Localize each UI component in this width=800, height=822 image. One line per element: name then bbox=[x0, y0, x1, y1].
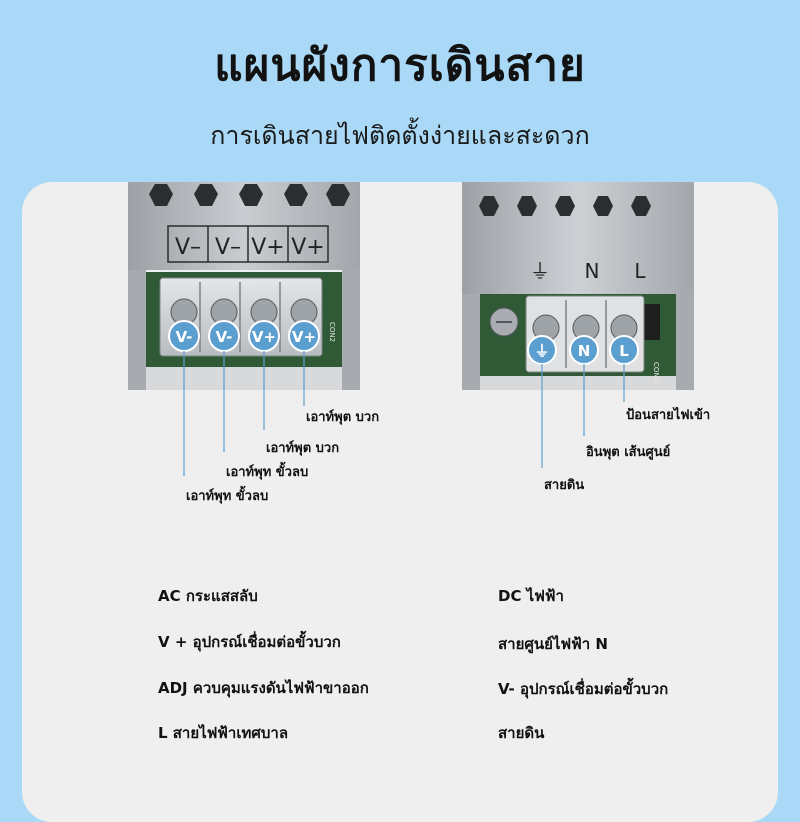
terminal-label-v-plus: V+ bbox=[252, 328, 276, 346]
legend-item: สายดิน bbox=[498, 724, 545, 742]
callout-output-negative: เอาท์พุท ขั้วลบ bbox=[226, 465, 309, 480]
page-title: แผนผังการเดินสาย bbox=[214, 40, 586, 91]
legend-item: L สายไฟฟ้าเทศบาล bbox=[158, 724, 289, 742]
case-label: V– bbox=[215, 235, 241, 260]
terminal-label-l: L bbox=[619, 342, 629, 360]
case-label-n: N bbox=[585, 259, 600, 283]
legend-item: ADJ ควบคุมแรงดันไฟฟ้าขาออก bbox=[158, 679, 369, 697]
case-label-l: L bbox=[634, 259, 646, 283]
input-terminal-block-photo: ⏚ N L CON1 ⏚ N L bbox=[462, 182, 694, 390]
case-label: V– bbox=[175, 235, 201, 260]
callout-neutral-input: อินพุต เส้นศูนย์ bbox=[586, 445, 671, 460]
callout-output-positive: เอาท์พุต บวก bbox=[306, 410, 380, 425]
terminal-label-v-plus: V+ bbox=[292, 328, 316, 346]
terminal-label-ground: ⏚ bbox=[534, 342, 549, 360]
callout-live-input: ป้อนสายไฟเข้า bbox=[626, 408, 711, 423]
callout-output-negative: เอาท์พุท ขั้วลบ bbox=[186, 489, 269, 504]
terminal-label-v-minus: V- bbox=[216, 328, 233, 346]
terminal-label-v-minus: V- bbox=[176, 328, 193, 346]
legend-item: AC กระแสสลับ bbox=[158, 587, 258, 605]
vent-holes bbox=[479, 196, 651, 216]
case-label: V+ bbox=[251, 235, 284, 260]
callout-output-positive: เอาท์พุต บวก bbox=[266, 441, 340, 456]
page-subtitle: การเดินสายไฟติดตั้งง่ายและสะดวก bbox=[210, 121, 590, 150]
pcb-marking: CON2 bbox=[328, 322, 336, 342]
case-label: V+ bbox=[291, 235, 324, 260]
terminal-label-n: N bbox=[578, 342, 591, 360]
callout-ground: สายดิน bbox=[544, 478, 585, 493]
ground-symbol: ⏚ bbox=[530, 259, 550, 283]
legend-item: V + อุปกรณ์เชื่อมต่อขั้วบวก bbox=[158, 633, 341, 651]
legend-item: DC ไฟฟ้า bbox=[498, 587, 564, 605]
legend-item: V- อุปกรณ์เชื่อมต่อขั้วบวก bbox=[498, 680, 669, 698]
output-terminal-block-photo: V– V– V+ V+ CON2 V- V- V+ V+ bbox=[128, 182, 360, 390]
pcb-marking: CON1 bbox=[652, 362, 660, 382]
terminal-badges bbox=[527, 335, 639, 365]
callout-lines bbox=[183, 351, 625, 476]
legend-item: สายศูนย์ไฟฟ้า N bbox=[498, 635, 608, 653]
vent-holes bbox=[149, 184, 350, 206]
terminal-badges bbox=[168, 320, 320, 352]
